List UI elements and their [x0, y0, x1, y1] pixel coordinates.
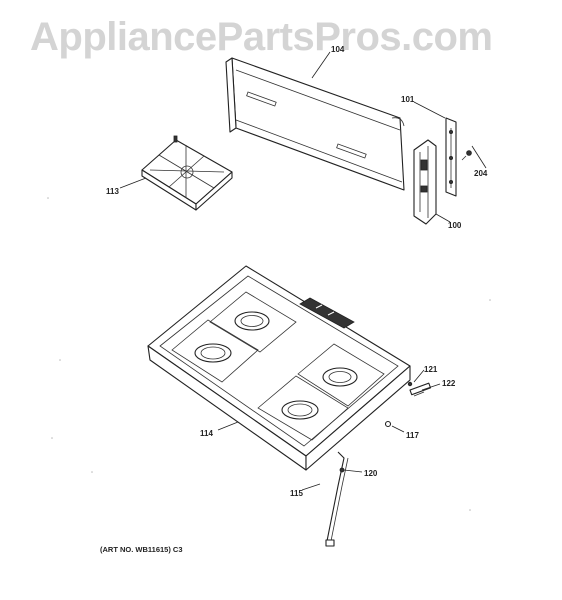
end-cap-100-part[interactable]	[413, 139, 437, 225]
cooktop-part[interactable]	[147, 265, 411, 471]
callout-122: 122	[442, 379, 456, 388]
part-122[interactable]	[409, 382, 432, 397]
callout-204: 204	[474, 169, 488, 178]
art-number: (ART NO. WB11615) C3	[100, 545, 183, 554]
callout-114: 114	[200, 429, 213, 438]
leader-lines	[119, 51, 487, 491]
scan-specks	[47, 197, 491, 511]
callout-117: 117	[406, 431, 419, 440]
backsplash-part[interactable]	[225, 57, 405, 191]
burner-grate-part[interactable]	[141, 135, 233, 211]
watermark-text: AppliancePartsPros.com	[30, 15, 493, 59]
callout-104: 104	[331, 45, 345, 54]
callout-120: 120	[364, 469, 378, 478]
part-121[interactable]	[407, 381, 413, 387]
callout-121: 121	[424, 365, 438, 374]
callout-100: 100	[448, 221, 462, 230]
callout-113: 113	[106, 187, 119, 196]
part-120[interactable]	[339, 467, 345, 473]
callout-115: 115	[290, 489, 303, 498]
part-117[interactable]	[384, 420, 392, 428]
end-cap-101-part[interactable]	[445, 117, 457, 197]
callout-101: 101	[401, 95, 415, 104]
screw-204-part[interactable]	[461, 150, 472, 161]
tube-115-part[interactable]	[325, 451, 349, 547]
